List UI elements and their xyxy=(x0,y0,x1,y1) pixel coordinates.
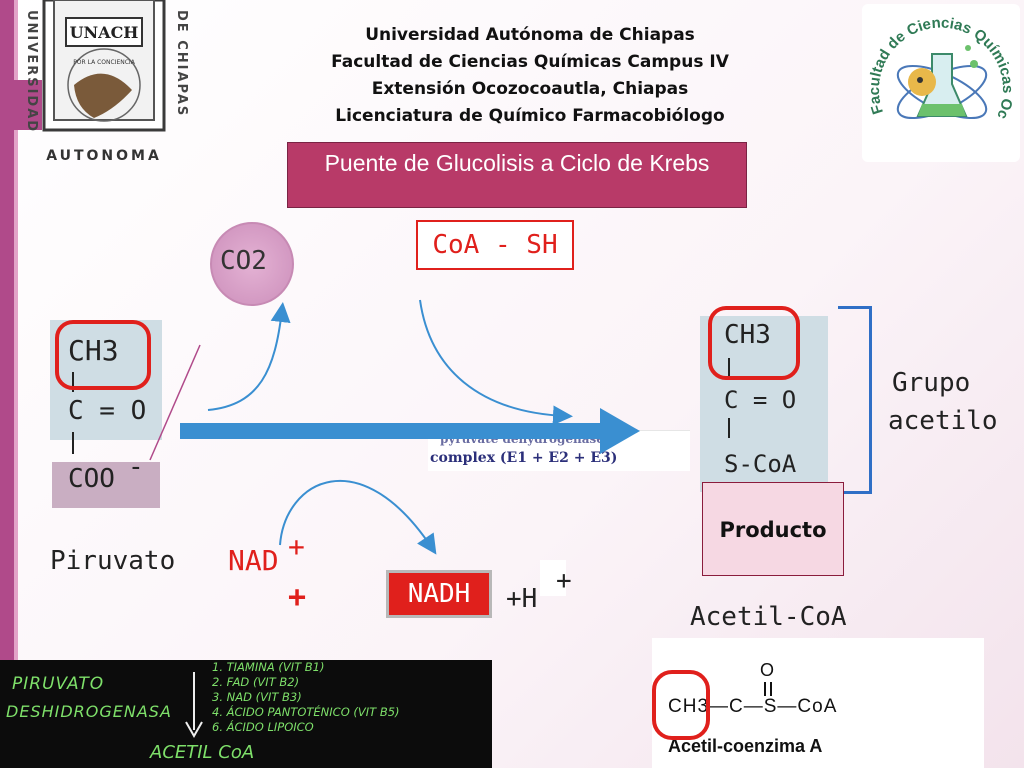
header-line-1: Universidad Autónoma de Chiapas xyxy=(365,25,695,45)
blackboard-item: 3. NAD (VIT B3) xyxy=(212,690,302,704)
piruvato-label: Piruvato xyxy=(50,546,176,576)
header-line-2: Facultad de Ciencias Químicas Campus IV xyxy=(331,52,729,72)
acetyl-scoa: S-CoA xyxy=(724,450,797,478)
co2-release-arrow xyxy=(207,302,291,411)
acetil-ch3-highlight-circle xyxy=(652,670,710,740)
enzyme-complex-label: complex (E1 + E2 + E3) xyxy=(430,450,618,466)
unach-logo-right-text: DE CHIAPAS xyxy=(174,10,189,117)
piruvato-co: C = O xyxy=(68,396,147,426)
nadh-box: NADH xyxy=(386,570,492,618)
nad-label: NAD xyxy=(228,544,279,577)
piruvato-bond-1 xyxy=(72,372,74,392)
blackboard-result: ACETIL CoA xyxy=(150,742,255,763)
unach-logo-bottom-text: AUTONOMA xyxy=(46,148,162,164)
main-reaction-arrow-shaft xyxy=(180,423,610,439)
left-accent-stripe xyxy=(14,0,18,768)
acetil-structure-name: Acetil-coenzima A xyxy=(668,736,823,756)
acetyl-bond-1 xyxy=(728,358,730,376)
slide-title: Puente de Glucolisis a Ciclo de Krebs xyxy=(287,142,747,208)
acetil-structure-formula: CH3—C—S—CoA xyxy=(668,696,838,717)
h-plus-superscript-box xyxy=(540,560,566,596)
unach-logo-left-text: UNIVERSIDAD xyxy=(24,10,39,133)
blackboard-item-list: 1. TIAMINA (VIT B1) 2. FAD (VIT B2) 3. N… xyxy=(212,660,400,735)
header-line-4: Licenciatura de Químico Farmacobiólogo xyxy=(335,106,725,126)
nad-plus-below: + xyxy=(288,580,307,615)
unach-logo-top-text: UNACH xyxy=(70,23,139,42)
coash-box: CoA - SH xyxy=(416,220,574,270)
blackboard-item: 1. TIAMINA (VIT B1) xyxy=(212,660,325,674)
unach-logo-motto: POR LA CONCIENCIA xyxy=(73,59,136,66)
acetyl-group-label-2: acetilo xyxy=(888,406,998,436)
acetyl-group-label-1: Grupo xyxy=(892,368,971,398)
acetyl-bond-2 xyxy=(728,418,730,438)
piruvato-coo: COO xyxy=(68,464,115,494)
nad-reduction-arrow xyxy=(279,480,437,555)
acetyl-co: C = O xyxy=(724,386,797,414)
piruvato-ch3-highlight-circle xyxy=(55,320,151,390)
blackboard-left-line-1: PIRUVATO xyxy=(12,674,105,694)
nad-plus-superscript: + xyxy=(288,530,305,563)
piruvato-coo-panel xyxy=(52,462,160,508)
co2-label: CO2 xyxy=(220,246,267,276)
piruvato-ch3: CH3 xyxy=(68,334,119,367)
producto-box: Producto xyxy=(702,482,844,576)
acetil-double-bond xyxy=(764,682,772,696)
blackboard-left-line-2: DESHIDROGENASA xyxy=(6,702,172,721)
h-plus-superscript: + xyxy=(556,566,572,596)
acetil-coa-label: Acetil-CoA xyxy=(690,602,847,632)
faculty-logo: Facultad de Ciencias Químicas Ocozocoaut… xyxy=(857,0,1020,162)
acetyl-ch3: CH3 xyxy=(724,320,771,350)
blackboard-item: 2. FAD (VIT B2) xyxy=(212,675,300,689)
blackboard-arrow xyxy=(185,672,203,739)
unach-logo: UNACH POR LA CONCIENCIA UNIVERSIDAD DE C… xyxy=(14,0,190,168)
acetyl-group-bracket xyxy=(838,306,872,494)
blackboard-item: 6. ÁCIDO LIPOICO xyxy=(212,720,314,734)
left-accent-bar xyxy=(0,0,14,768)
h-plus-label: +H xyxy=(506,584,538,614)
acetyl-ch3-highlight-circle xyxy=(708,306,800,380)
co2-bubble xyxy=(210,222,294,306)
acetil-structure-o: O xyxy=(760,660,775,680)
blackboard-notes xyxy=(0,660,492,768)
institution-header: Universidad Autónoma de Chiapas Facultad… xyxy=(290,22,770,130)
acetyl-structure-panel xyxy=(700,316,828,492)
blackboard-item: 4. ÁCIDO PANTOTÉNICO (VIT B5) xyxy=(212,705,400,719)
piruvato-bond-2 xyxy=(72,432,74,454)
header-line-3: Extensión Ocozocoautla, Chiapas xyxy=(371,79,689,99)
piruvato-coo-charge: - xyxy=(128,452,144,482)
coash-input-arrow xyxy=(419,299,573,426)
main-reaction-arrow-head xyxy=(600,408,640,454)
